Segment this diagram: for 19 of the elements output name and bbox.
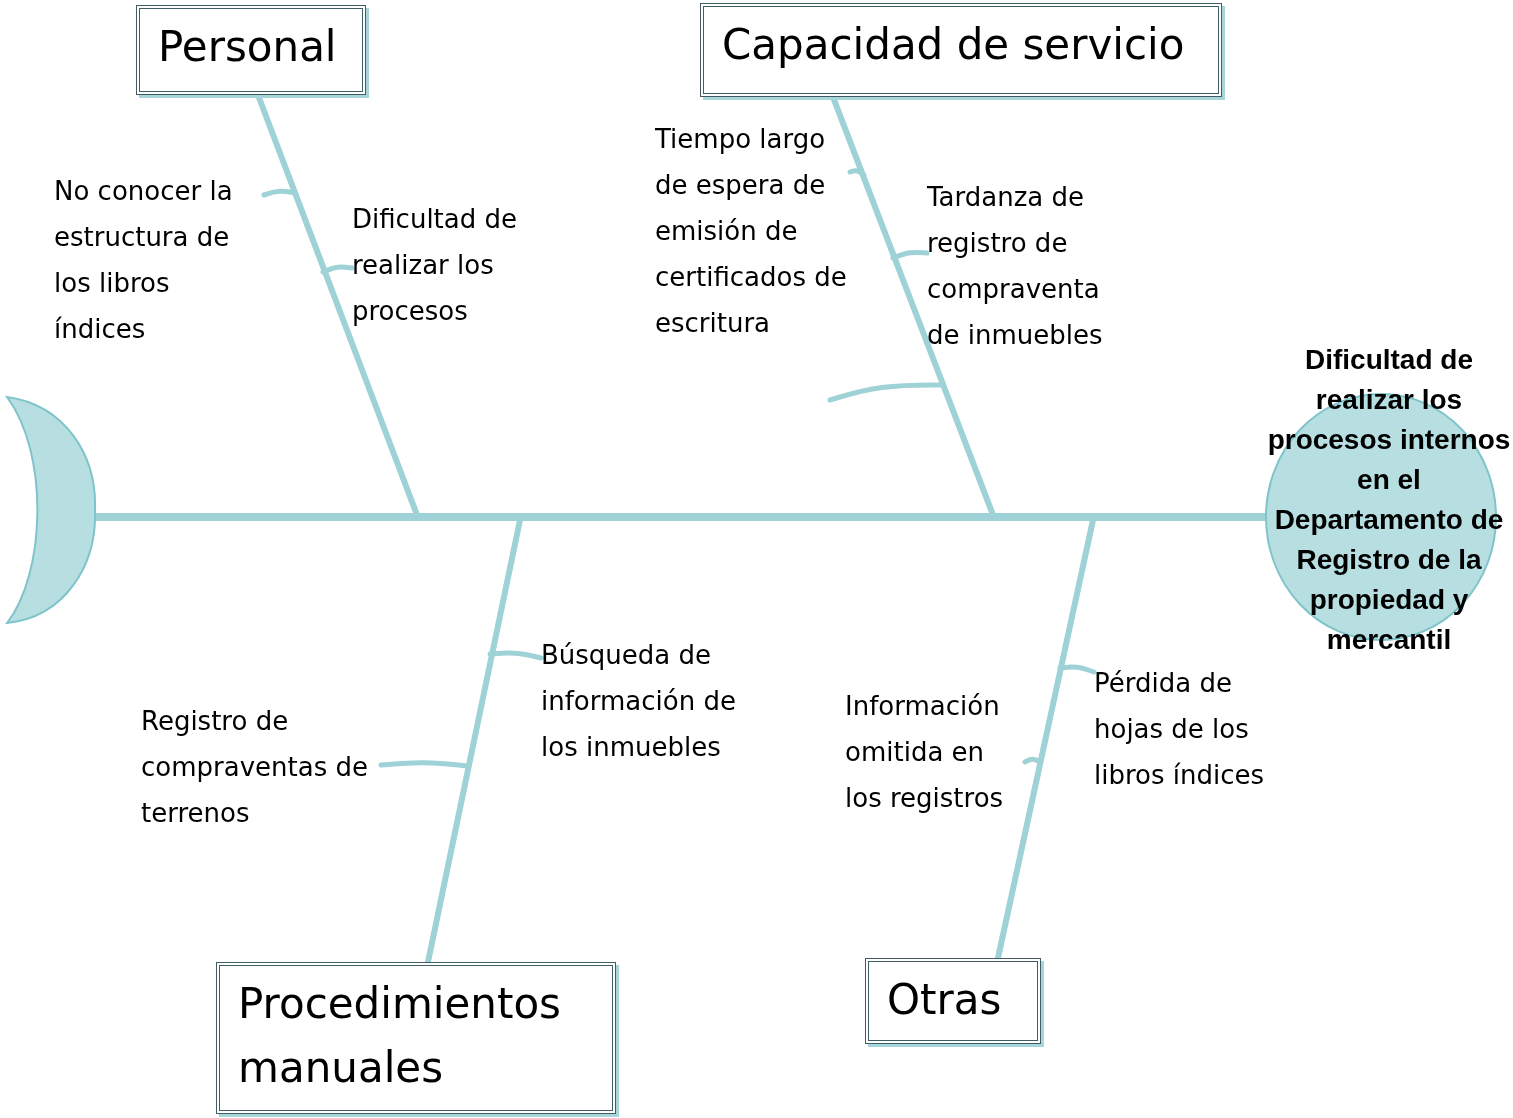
bone-twig (1057, 664, 1097, 675)
category-box: Personal (136, 5, 366, 95)
cause-text: Dificultad de realizar los procesos (352, 196, 557, 336)
cause-text: Pérdida de hojas de los libros índices (1094, 660, 1309, 800)
bone-twig (487, 650, 544, 661)
cause-text: Tardanza de registro de compraventa de inmuebles (927, 174, 1122, 360)
cause-text: Tiempo largo de espera de emisión de certificados de escritura (655, 116, 850, 348)
fish-tail (5, 395, 97, 625)
category-box: Procedimientos manuales (216, 962, 616, 1114)
cause-text: Búsqueda de información de los inmuebles (541, 632, 766, 772)
bone-twig (320, 264, 355, 275)
bone-twig (890, 249, 930, 261)
category-box: Otras (865, 958, 1041, 1044)
cause-text: No conocer la estructura de los libros índices (54, 168, 264, 354)
cause-text: Registro de compraventas de terrenos (141, 698, 381, 838)
bone-twig (847, 168, 867, 178)
category-box: Capacidad de servicio (700, 3, 1222, 97)
cause-text: Información omitida en los registros (845, 683, 1025, 869)
problem-text: Dificultad de realizar los procesos internos en el Departamento de Registro de la propiedad y mercantil (1266, 343, 1512, 657)
